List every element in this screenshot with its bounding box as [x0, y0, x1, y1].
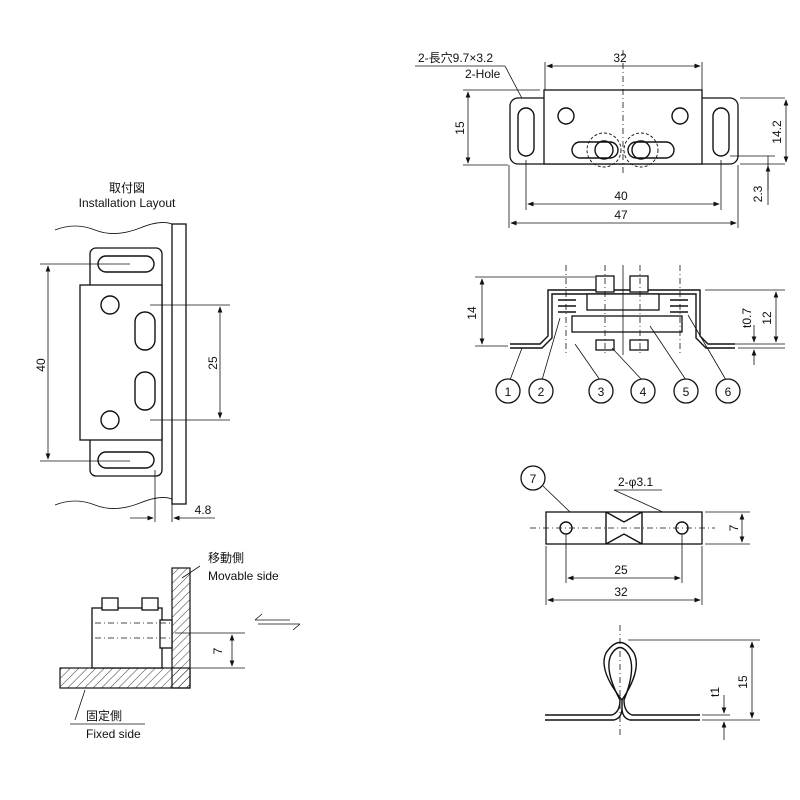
front-base-plate: [510, 289, 735, 345]
svg-text:2: 2: [538, 385, 545, 399]
catch-body: [79, 284, 163, 441]
dim-profile-thickness: t1: [708, 687, 722, 697]
dim-total-width: 47: [614, 208, 628, 222]
svg-text:7: 7: [530, 472, 537, 486]
dim-front-thickness: t0.7: [740, 308, 754, 328]
strike-hole-note: 2-φ3.1: [618, 475, 653, 489]
svg-text:1: 1: [505, 385, 512, 399]
installation-layout: 取付図 Installation Layout 40 25 4.8: [34, 181, 230, 522]
part-callout-6: 6: [715, 378, 741, 404]
dim-top-left-height: 15: [453, 121, 467, 135]
top-view: 2-長穴9.7×3.2 2-Hole 32 15 14.2 2.3 40 47: [415, 50, 789, 228]
housing: [543, 89, 703, 165]
dim-strike-width: 32: [614, 585, 628, 599]
dim-side-height: 7: [211, 647, 225, 654]
part-callout-4: 4: [630, 378, 656, 404]
fixed-wall: [59, 667, 191, 689]
break-line-top: [54, 222, 176, 234]
svg-text:6: 6: [725, 385, 732, 399]
movable-label-jp: 移動側: [208, 551, 244, 565]
dim-front-body-height: 12: [760, 311, 774, 325]
dim-top-right-height: 14.2: [770, 120, 784, 144]
fixed-label-en: Fixed side: [86, 727, 141, 741]
dim-installation-height: 40: [34, 358, 48, 372]
svg-text:4: 4: [640, 385, 647, 399]
fixed-label-jp: 固定側: [86, 708, 122, 723]
part-callout-1: 1: [495, 378, 521, 404]
dim-top-width: 32: [613, 51, 627, 65]
dim-strike-height: 7: [727, 524, 741, 531]
dim-strike-hole-pitch: 25: [614, 563, 628, 577]
part-callout-2: 2: [528, 378, 554, 404]
front-view: 14 12 t0.7 1 2 3 4 5 6: [465, 265, 785, 404]
dim-front-height: 14: [465, 306, 479, 320]
break-line-bottom: [54, 497, 176, 509]
dim-installation-hole-pitch: 25: [206, 356, 220, 370]
dim-slot-pitch: 40: [614, 189, 628, 203]
dim-top-offset: 2.3: [751, 185, 765, 202]
motion-arrow-icon: [254, 613, 301, 631]
dim-installation-offset: 4.8: [195, 503, 212, 517]
installation-title-jp: 取付図: [109, 181, 145, 195]
movable-label-en: Movable side: [208, 569, 279, 583]
strike-profile-view: 15 t1: [545, 625, 760, 740]
hole-note-jp: 2-長穴9.7×3.2: [418, 50, 493, 65]
part-callout-5: 5: [673, 378, 699, 404]
strike-plate-view: 7 2-φ3.1 7 25 32: [520, 465, 750, 605]
installation-title-en: Installation Layout: [79, 196, 176, 210]
side-view: 移動側 Movable side 7 固定側 Fixed side: [59, 551, 301, 741]
hole-note-en: 2-Hole: [465, 67, 501, 81]
part-callout-3: 3: [588, 378, 614, 404]
svg-text:5: 5: [683, 385, 690, 399]
svg-text:3: 3: [598, 385, 605, 399]
door-edge: [171, 223, 187, 505]
dim-profile-height: 15: [736, 675, 750, 689]
slot-bottom: [97, 451, 155, 469]
part-callout-7: 7: [520, 465, 546, 491]
